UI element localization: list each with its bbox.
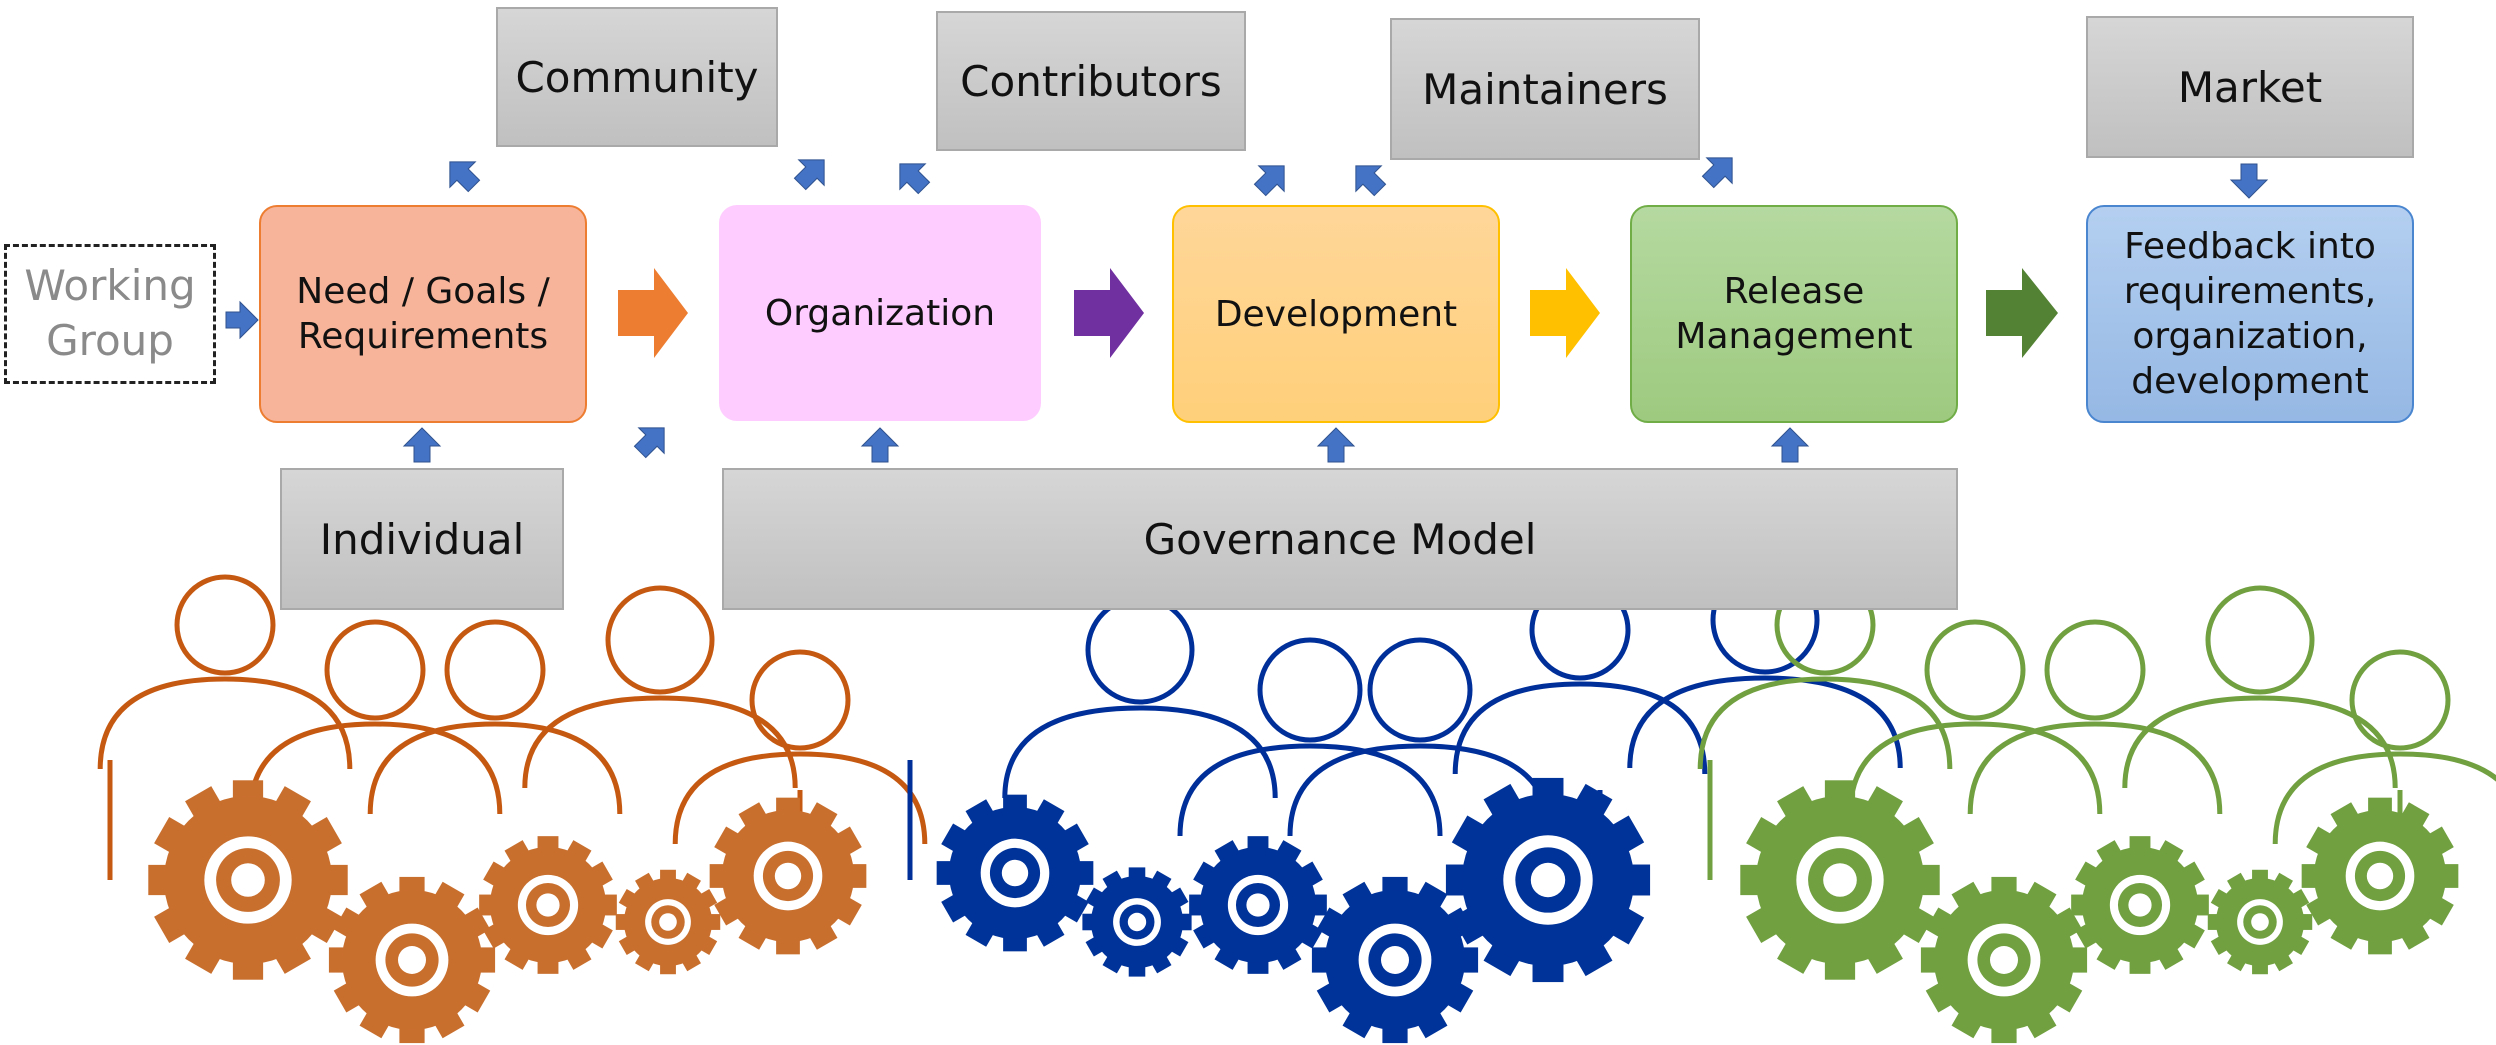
gear-green-icon (1740, 780, 1940, 980)
need-goals-requirements-box: Need / Goals / Requirements (259, 205, 587, 423)
release-management-label: Release Management (1675, 271, 1913, 357)
person-shoulders (2122, 695, 2398, 789)
person-shoulders (672, 751, 928, 845)
small-arrow-down-left-icon (449, 161, 481, 193)
gear-green-icon (2207, 869, 2313, 975)
market-label: Market (2177, 62, 2323, 112)
market-box: Market (2086, 16, 2414, 158)
community-box: Community (496, 7, 778, 147)
gear-orange-icon (328, 876, 496, 1044)
maintainers-label: Maintainers (1422, 64, 1668, 114)
individual-box: Individual (280, 468, 564, 610)
person-head (444, 619, 546, 721)
gear-green-icon (2301, 797, 2459, 955)
flow-arrow-yellow-icon (1530, 268, 1600, 358)
gear-green-icon (2071, 836, 2209, 974)
organization-box: Organization (719, 205, 1041, 421)
person-shoulders (1627, 675, 1903, 769)
person-shoulders (97, 676, 353, 770)
need-goals-requirements-label: Need / Goals / Requirements (296, 271, 550, 357)
gears-group (148, 777, 2459, 1044)
gear-blue-icon (1311, 876, 1479, 1044)
person-head (1257, 637, 1363, 743)
small-arrow-up-icon (860, 427, 900, 463)
person-head (2349, 649, 2451, 751)
person-head (2205, 585, 2315, 695)
governance-model-box: Governance Model (722, 468, 1958, 610)
person-shoulders (2272, 751, 2496, 845)
small-arrow-down-right-icon (1253, 165, 1285, 197)
gear-green-icon (1920, 876, 2088, 1044)
person-head (605, 585, 715, 695)
maintainers-box: Maintainers (1390, 18, 1700, 160)
gear-orange-icon (709, 797, 867, 955)
individual-label: Individual (319, 514, 525, 564)
person-shoulders (1177, 743, 1443, 837)
person-head (749, 649, 851, 751)
person-shoulders (1452, 681, 1708, 775)
person-shoulders (1697, 676, 1953, 770)
person-head (1924, 619, 2026, 721)
person-shoulders (1967, 721, 2223, 815)
gear-blue-icon (936, 794, 1094, 952)
release-management-box: Release Management (1630, 205, 1958, 423)
flow-arrow-orange-icon (618, 268, 688, 358)
working-group-box: Working Group (4, 244, 216, 384)
small-arrow-right-icon (225, 300, 259, 340)
organization-label: Organization (764, 292, 996, 334)
contributors-label: Contributors (960, 56, 1222, 106)
flow-arrow-green-icon (1986, 268, 2058, 358)
small-arrow-up-icon (1316, 427, 1356, 463)
gear-orange-icon (148, 780, 348, 980)
governance-model-label: Governance Model (1143, 514, 1537, 564)
small-arrow-down-right-icon (793, 159, 825, 191)
person-shoulders (367, 721, 623, 815)
small-arrow-up-icon (1770, 427, 1810, 463)
development-label: Development (1214, 293, 1458, 335)
flow-arrow-purple-icon (1074, 268, 1144, 358)
feedback-box: Feedback into requirements, organization… (2086, 205, 2414, 423)
small-arrow-down-left-icon (1355, 165, 1387, 197)
small-arrow-up-icon (402, 427, 442, 463)
contributors-box: Contributors (936, 11, 1246, 151)
gear-orange-icon (615, 869, 721, 975)
small-arrow-down-right-icon (1701, 157, 1733, 189)
person-head (1367, 637, 1473, 743)
person-head (2044, 619, 2146, 721)
community-label: Community (515, 52, 759, 102)
small-arrow-down-right-icon (633, 427, 665, 459)
person-shoulders (522, 695, 798, 789)
feedback-label: Feedback into requirements, organization… (2123, 226, 2377, 402)
person-shoulders (247, 721, 503, 815)
people-green-group (1697, 574, 2496, 880)
small-arrow-down-icon (2229, 163, 2269, 199)
gear-blue-icon (1082, 867, 1192, 977)
person-head (324, 619, 426, 721)
person-shoulders (1847, 721, 2103, 815)
gear-blue-icon (1445, 777, 1651, 983)
development-box: Development (1172, 205, 1500, 423)
small-arrow-down-left-icon (899, 163, 931, 195)
working-group-label: Working Group (24, 261, 196, 365)
person-head (174, 574, 276, 676)
gear-orange-icon (479, 836, 617, 974)
gear-blue-icon (1189, 836, 1327, 974)
